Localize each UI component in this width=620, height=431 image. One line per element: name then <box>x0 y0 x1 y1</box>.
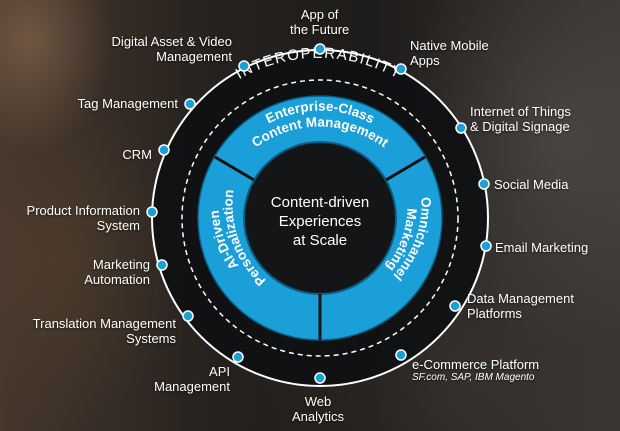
label-app-of-the-future-line1: App of <box>300 7 339 22</box>
node-dot-native-mobile[interactable] <box>395 63 407 75</box>
label-app-of-the-future: App of the Future <box>290 7 349 37</box>
node-dot-email[interactable] <box>480 240 492 252</box>
label-app-of-the-future-line2: the Future <box>290 22 350 37</box>
node-dot-dam[interactable] <box>238 60 250 72</box>
label-tag-management-line1: Tag Management <box>77 96 178 111</box>
node-dot-app-future[interactable] <box>314 43 326 55</box>
label-marketing-automation: Marketing Automation <box>40 257 150 287</box>
node-dot-dmp[interactable] <box>449 300 461 312</box>
label-web-analytics: Web Analytics <box>292 394 344 424</box>
divider-right <box>385 155 426 182</box>
label-translation-management: Translation Management Systems <box>8 316 176 346</box>
node-dot-ecommerce[interactable] <box>395 349 407 361</box>
label-dmp-line2: Platforms <box>467 306 522 321</box>
label-digital-asset-video: Digital Asset & Video Management <box>96 34 232 64</box>
label-social-media: Social Media <box>494 177 568 192</box>
label-api-line2: Management <box>154 379 230 394</box>
label-crm: CRM <box>100 147 152 162</box>
label-ecommerce-line1: e-Commerce Platform <box>412 357 540 372</box>
label-api-line1: API <box>209 364 230 379</box>
label-pim-line2: System <box>96 218 140 233</box>
label-product-information-system: Product Information System <box>4 203 140 233</box>
label-internet-of-things: Internet of Things & Digital Signage <box>470 104 571 134</box>
label-native-mobile-line1: Native Mobile <box>410 38 489 53</box>
dashed-ring <box>181 79 459 357</box>
label-marketing-automation-line1: Marketing <box>92 257 150 272</box>
label-native-mobile-line2: Apps <box>410 53 440 68</box>
label-translation-line2: Systems <box>126 331 176 346</box>
label-iot-line1: Internet of Things <box>470 104 571 119</box>
label-web-analytics-line2: Analytics <box>292 409 345 424</box>
label-iot-line2: & Digital Signage <box>470 119 570 134</box>
node-dot-crm[interactable] <box>158 144 170 156</box>
label-social-media-line1: Social Media <box>494 177 569 192</box>
node-dot-tag[interactable] <box>184 98 196 110</box>
label-email-marketing-line1: Email Marketing <box>495 240 589 255</box>
label-dam-line1: Digital Asset & Video <box>111 34 232 49</box>
label-native-mobile-apps: Native Mobile Apps <box>410 38 489 68</box>
node-dot-marketing-automation[interactable] <box>156 259 168 271</box>
label-email-marketing: Email Marketing <box>495 240 588 255</box>
label-pim-line1: Product Information <box>26 203 140 218</box>
node-dot-pim[interactable] <box>146 206 158 218</box>
label-web-analytics-line1: Web <box>304 394 332 409</box>
center-text-line2: Experiences <box>279 213 362 230</box>
center-text-line3: at Scale <box>293 232 347 249</box>
divider-left <box>214 155 255 182</box>
center-text-line1: Content-driven <box>271 194 369 211</box>
node-dot-iot[interactable] <box>455 122 467 134</box>
label-ecommerce-platform: e-Commerce Platform SF.com, SAP, IBM Mag… <box>412 357 539 384</box>
node-dot-translation[interactable] <box>182 310 194 322</box>
label-tag-management: Tag Management <box>58 96 178 111</box>
label-data-management-platforms: Data Management Platforms <box>467 291 574 321</box>
label-dmp-line1: Data Management <box>467 291 574 306</box>
label-ecommerce-sub: SF.com, SAP, IBM Magento <box>412 372 535 383</box>
node-dot-api[interactable] <box>232 351 244 363</box>
label-api-management: API Management <box>148 364 230 394</box>
node-dot-social[interactable] <box>478 178 490 190</box>
node-dot-web-analytics[interactable] <box>314 372 326 384</box>
label-crm-line1: CRM <box>122 147 152 162</box>
label-dam-line2: Management <box>156 49 232 64</box>
label-translation-line1: Translation Management <box>32 316 176 331</box>
label-marketing-automation-line2: Automation <box>84 272 150 287</box>
